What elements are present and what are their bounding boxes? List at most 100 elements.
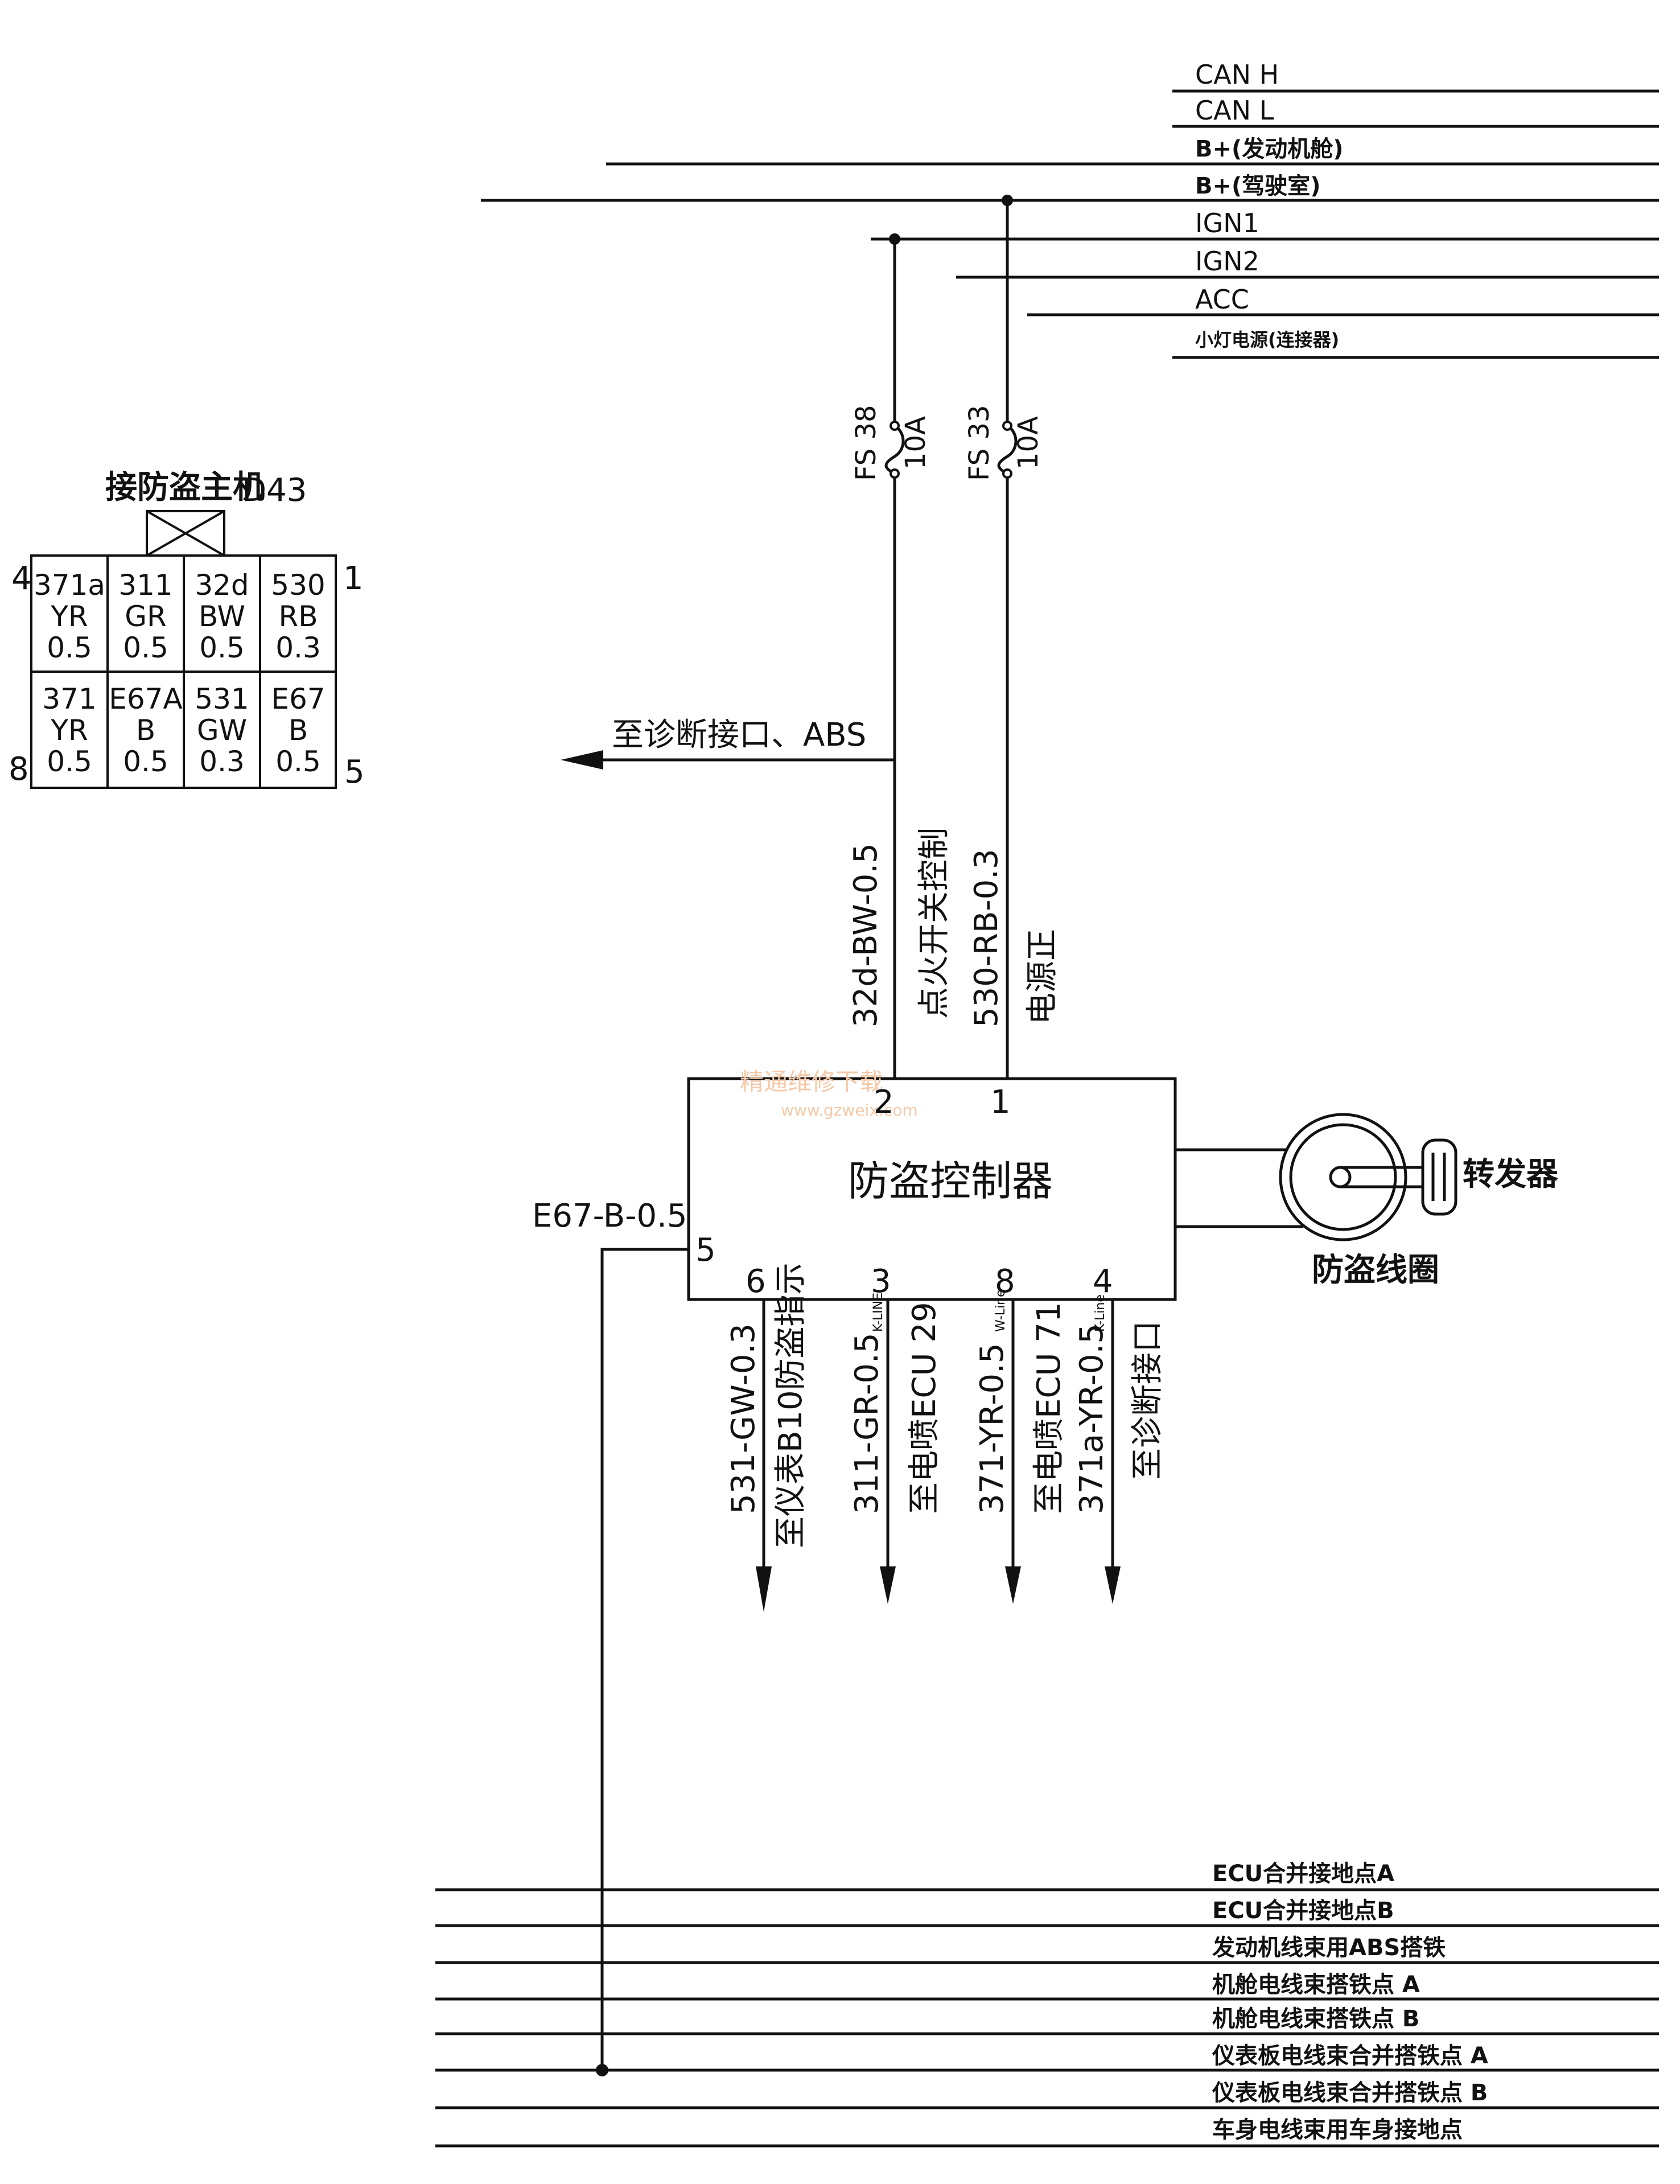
output-311-note: K-LINE xyxy=(871,1293,886,1332)
transponder-label: 转发器 xyxy=(1463,1156,1559,1193)
bus-label-body-ground: 车身电线束用车身接地点 xyxy=(1212,2117,1463,2143)
fuse-fs38-id: FS 38 xyxy=(850,405,882,481)
watermark-line2: www.gzweix.com xyxy=(781,1101,918,1120)
arrow-371 xyxy=(1005,1566,1021,1604)
bus-label-engine-bay-ground-a: 机舱电线束搭铁点 A xyxy=(1212,1972,1420,1998)
fuse-open-ends xyxy=(890,421,1012,479)
cell-r2c4-size: 0.5 xyxy=(275,745,321,778)
cell-r1c1-size: 0.5 xyxy=(47,631,92,664)
cell-r1c2-size: 0.5 xyxy=(123,631,168,664)
cell-r1c3-color: BW xyxy=(199,600,245,633)
connector-d43: 接防盗主机 D43 4 1 8 5 371a YR 0.5 311 GR 0.5… xyxy=(9,469,365,791)
connector-pin-tr: 1 xyxy=(343,560,364,597)
output-wires xyxy=(762,1299,1114,1588)
output-311-desc: 至电喷ECU 29 xyxy=(906,1302,943,1514)
fuse-fs38-terminal-bottom xyxy=(890,468,900,479)
cell-r2c1-size: 0.5 xyxy=(47,745,92,778)
cell-r1c1-color: YR xyxy=(50,600,88,633)
bus-label-ecu-ground-a: ECU合并接地点A xyxy=(1212,1861,1394,1887)
arrow-311 xyxy=(880,1566,896,1604)
output-371a-code: 371a-YR-0.5 xyxy=(1073,1323,1110,1514)
fuse-fs38-symbol xyxy=(884,424,905,475)
anti-theft-coil-inner xyxy=(1289,1123,1397,1231)
bus-label-can-h: CAN H xyxy=(1195,59,1279,90)
cell-r2c2-num: E67A xyxy=(109,682,182,715)
anti-theft-coil-outer xyxy=(1279,1113,1407,1241)
output-371a-note: K-Line xyxy=(1093,1294,1107,1332)
output-371a-desc: 至诊断接口 xyxy=(1129,1321,1166,1480)
bottom-bus-labels: ECU合并接地点A ECU合并接地点B 发动机线束用ABS搭铁 机舱电线束搭铁点… xyxy=(1212,1861,1488,2143)
connector-pin-tl: 4 xyxy=(11,560,32,597)
bus-label-ign1: IGN1 xyxy=(1195,208,1259,238)
wire-530-code: 530-RB-0.3 xyxy=(968,849,1005,1027)
bus-label-engine-abs-ground: 发动机线束用ABS搭铁 xyxy=(1212,1935,1446,1961)
coil-label: 防盗线圈 xyxy=(1312,1252,1439,1289)
cell-r1c4-size: 0.3 xyxy=(275,631,321,664)
junction-dot-bplus xyxy=(1002,195,1013,206)
fuse-fs33-rating: 10A xyxy=(1012,416,1044,470)
bus-label-engine-bay-ground-b: 机舱电线束搭铁点 B xyxy=(1212,2006,1419,2032)
arrow-to-abs xyxy=(561,750,603,770)
output-arrows xyxy=(756,1566,1121,1612)
junction-dots xyxy=(889,195,1013,245)
wire-32d-code: 32d-BW-0.5 xyxy=(847,843,884,1027)
wire-530-desc: 电源正 xyxy=(1024,929,1061,1025)
cell-r1c3-num: 32d xyxy=(195,569,249,602)
cell-r2c1-color: YR xyxy=(50,714,88,747)
controller-pin-2: 2 xyxy=(874,1084,894,1121)
cell-r2c3-size: 0.3 xyxy=(199,745,245,778)
bus-label-dash-ground-a: 仪表板电线束合并搭铁点 A xyxy=(1212,2043,1488,2069)
output-371-desc: 至电喷ECU 71 xyxy=(1031,1302,1068,1514)
anti-theft-controller-box xyxy=(687,1077,1177,1301)
connector-latch-cross-b xyxy=(146,510,225,557)
fuse-fs33-symbol xyxy=(997,424,1018,475)
cell-r2c4-color: B xyxy=(289,714,308,747)
bus-label-can-l: CAN L xyxy=(1195,95,1274,126)
abs-branch-label: 至诊断接口、ABS xyxy=(612,717,866,754)
bus-label-ecu-ground-b: ECU合并接地点B xyxy=(1212,1898,1394,1924)
cell-r1c1-num: 371a xyxy=(34,569,105,602)
cell-r2c2-color: B xyxy=(136,714,155,747)
ground-wire-label: E67-B-0.5 xyxy=(532,1198,687,1235)
output-531-desc: 至仪表B10防盗指示 xyxy=(772,1262,809,1548)
arrow-371a xyxy=(1105,1566,1121,1604)
output-371-code: 371-YR-0.5 xyxy=(974,1343,1011,1514)
bus-label-ign2: IGN2 xyxy=(1195,246,1259,277)
cell-r1c2-num: 311 xyxy=(118,569,172,602)
fuse-fs33-terminal-top xyxy=(1002,421,1012,431)
output-311-code: 311-GR-0.5 xyxy=(849,1333,886,1514)
connector-pin-br: 5 xyxy=(344,754,365,791)
connector-pin-bl: 8 xyxy=(9,751,29,788)
fuse-fs33-terminal-bottom xyxy=(1002,468,1012,479)
controller-pin-3: 3 xyxy=(871,1263,891,1300)
controller-pin-5: 5 xyxy=(695,1232,716,1269)
bottom-bus-group xyxy=(435,1888,1659,2148)
arrow-531 xyxy=(756,1566,772,1612)
cell-r2c1-num: 371 xyxy=(42,682,96,715)
top-bus-group xyxy=(481,89,1659,359)
bus-label-b-plus-cab: B+(驾驶室) xyxy=(1195,173,1321,199)
fuse-fs38-rating: 10A xyxy=(900,416,932,470)
bus-label-b-plus-engine: B+(发动机舱) xyxy=(1195,136,1344,162)
connector-title: 接防盗主机 xyxy=(105,469,265,506)
output-371-note: W-Line xyxy=(994,1289,1008,1332)
output-531-code: 531-GW-0.3 xyxy=(725,1323,762,1514)
junction-dot-ign1 xyxy=(889,233,900,245)
cell-r2c3-num: 531 xyxy=(195,682,249,715)
controller-name: 防盗控制器 xyxy=(848,1157,1053,1205)
fuse-fs38-terminal-top xyxy=(890,421,900,431)
cell-r1c3-size: 0.5 xyxy=(199,631,245,664)
cell-r1c2-color: GR xyxy=(125,600,167,633)
cell-r1c4-color: RB xyxy=(278,600,318,633)
controller-pin-4: 4 xyxy=(1093,1263,1113,1300)
fuse-fs33-id: FS 33 xyxy=(963,405,995,481)
transponder-shaft xyxy=(1340,1166,1434,1188)
controller-pin-6: 6 xyxy=(746,1263,766,1300)
transponder-icon xyxy=(1421,1138,1457,1216)
controller-pin-8: 8 xyxy=(995,1263,1015,1300)
connector-code: D43 xyxy=(242,472,307,509)
wire-e67-ground xyxy=(600,1248,689,2070)
coil-assembly xyxy=(1175,1113,1457,1241)
supply-wires xyxy=(580,200,1018,1079)
